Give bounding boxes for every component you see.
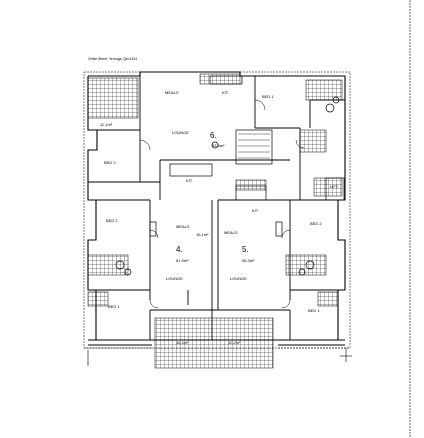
kitchen-counters	[149, 75, 283, 237]
room-label-meals-right: MEALS	[224, 230, 238, 235]
unit-number-5: 5.	[242, 245, 249, 254]
door-swings	[139, 99, 305, 309]
room-label-lounge-right: LOUNGE	[230, 276, 247, 281]
room-label-meals-top: MEALS	[165, 90, 179, 95]
room-label-bed1-top: BED 1	[262, 94, 274, 99]
room-label-bed1-right: BED 1	[308, 308, 320, 313]
stair-lift-core	[235, 129, 345, 201]
room-label-kit-right: KIT.	[252, 208, 259, 213]
room-label-bed2-left: BED 2	[106, 218, 118, 223]
area-meals-left: 15.1m²	[196, 232, 209, 237]
unit-area-4: 61.9m²	[176, 258, 189, 263]
room-label-lounge-top: LOUNGE	[172, 130, 189, 135]
room-label-lounge-left: LOUNGE	[166, 276, 183, 281]
unit-area-6: 53.8m²	[212, 143, 225, 148]
room-label-bed1-left: BED 1	[108, 304, 120, 309]
address-header: Ortive Street, Yeronga, Qld 4104	[88, 57, 137, 61]
area-balcony-right: 10.2m²	[228, 340, 241, 345]
room-label-bed2-right: BED 2	[310, 221, 322, 226]
room-label-bed2-top: BED 2	[104, 160, 116, 165]
room-label-kit-mid: KIT.	[186, 178, 193, 183]
unit-area-5: 55.3m²	[242, 258, 255, 263]
balcony-grid-areas	[87, 73, 343, 369]
bathrooms	[115, 96, 340, 276]
room-label-kit-top: KIT.	[222, 90, 229, 95]
area-balcony-top: 11.1m²	[100, 122, 113, 127]
area-balcony-left: 16.4m²	[176, 340, 189, 345]
unit-number-6: 6.	[210, 131, 217, 140]
unit-number-4: 4.	[176, 245, 183, 254]
room-label-lift: LIFT	[330, 184, 339, 189]
room-label-meals-left: MEALS	[176, 224, 190, 229]
